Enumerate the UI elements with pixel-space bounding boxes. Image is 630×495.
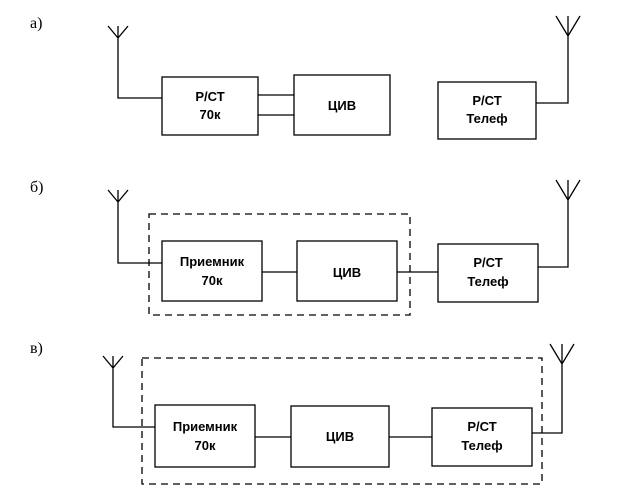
radio-tel-line1: Р/СТ [473,255,502,270]
antenna-icon [536,15,581,104]
antenna-icon [538,179,581,268]
radio-70k-line2: 70к [200,107,221,122]
antenna-icon [107,25,162,99]
diagram-b-label: б) [30,179,43,196]
radio-tel-line2: Телеф [466,111,507,126]
receiver-line2: 70к [202,273,223,288]
diagram-c-label: в) [30,340,43,357]
civ-box [296,240,398,302]
civ-box [293,74,391,136]
radio-tel-box [437,81,537,140]
civ-label: ЦИВ [328,98,356,113]
receiver-line2: 70к [195,438,216,453]
radio-tel-box [431,407,533,467]
radio-70k-line1: Р/СТ [195,89,224,104]
radio-70k-box [161,76,259,136]
antenna-icon [107,189,162,264]
diagram-a: а) Р/СТ 70к ЦИВ Р/СТ Телеф [30,15,581,140]
civ-box [290,405,390,468]
antenna-icon [102,355,155,428]
receiver-box [154,404,256,468]
diagram-a-label: а) [30,15,42,32]
civ-label: ЦИВ [326,429,354,444]
diagram-b: б) Приемник 70к ЦИВ Р/СТ Телеф [30,179,581,316]
receiver-line1: Приемник [173,419,238,434]
diagram-c: в) Приемник 70к ЦИВ Р/СТ Телеф [30,340,575,485]
dashed-enclosure [141,357,543,485]
antenna-icon [532,343,575,434]
radio-tel-box [437,243,539,303]
radio-tel-line1: Р/СТ [467,419,496,434]
receiver-box [161,240,263,302]
radio-tel-line2: Телеф [467,274,508,289]
receiver-line1: Приемник [180,254,245,269]
civ-label: ЦИВ [333,265,361,280]
dashed-enclosure [148,213,411,316]
radio-tel-line2: Телеф [461,438,502,453]
radio-tel-line1: Р/СТ [472,93,501,108]
link-radio-civ [258,94,294,116]
